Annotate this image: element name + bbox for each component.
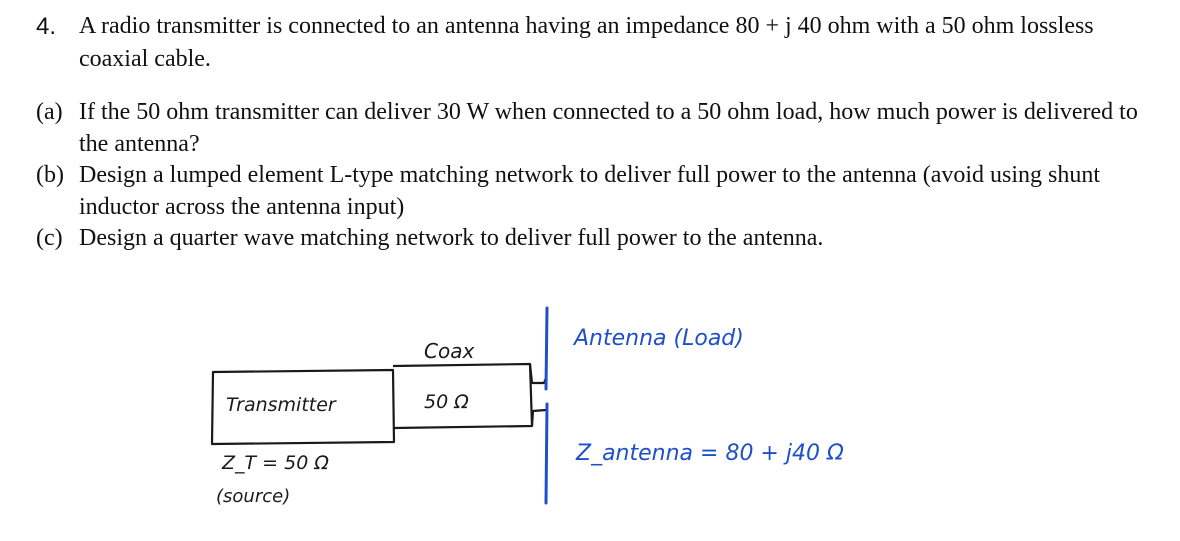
coax-box xyxy=(392,362,534,430)
coax-top-lead xyxy=(528,363,548,385)
part-b-label: (b) xyxy=(36,162,64,188)
coax-bottom-lead xyxy=(530,408,547,427)
coax-label: Coax xyxy=(424,339,474,363)
antenna-impedance: Z_antenna = 80 + j40 Ω xyxy=(575,441,844,466)
part-c: (c) Design a quarter wave matching netwo… xyxy=(36,223,1166,255)
part-a-text: If the 50 ohm transmitter can deliver 30… xyxy=(79,99,1138,157)
problem-statement: A radio transmitter is connected to an a… xyxy=(79,13,1094,72)
part-c-text: Design a quarter wave matching network t… xyxy=(79,225,824,251)
antenna-terminal-top xyxy=(544,306,549,391)
part-b-text: Design a lumped element L-type matching … xyxy=(79,162,1101,220)
problem-parts: (a) If the 50 ohm transmitter can delive… xyxy=(36,97,1166,255)
source-impedance: Z_T = 50 Ω xyxy=(221,452,329,474)
transmitter-box xyxy=(210,368,396,446)
source-note: (source) xyxy=(216,486,290,507)
part-b: (b) Design a lumped element L-type match… xyxy=(36,160,1166,223)
problem-number: 4. xyxy=(36,13,57,40)
part-c-label: (c) xyxy=(36,225,63,251)
part-a-label: (a) xyxy=(36,99,63,125)
antenna-label: Antenna (Load) xyxy=(572,326,744,351)
problem-header: 4. A radio transmitter is connected to a… xyxy=(36,10,1166,76)
antenna-terminal-bottom xyxy=(544,402,549,505)
transmitter-label: Transmitter xyxy=(226,394,337,416)
coax-impedance: 50 Ω xyxy=(424,391,469,413)
part-a: (a) If the 50 ohm transmitter can delive… xyxy=(36,97,1166,160)
